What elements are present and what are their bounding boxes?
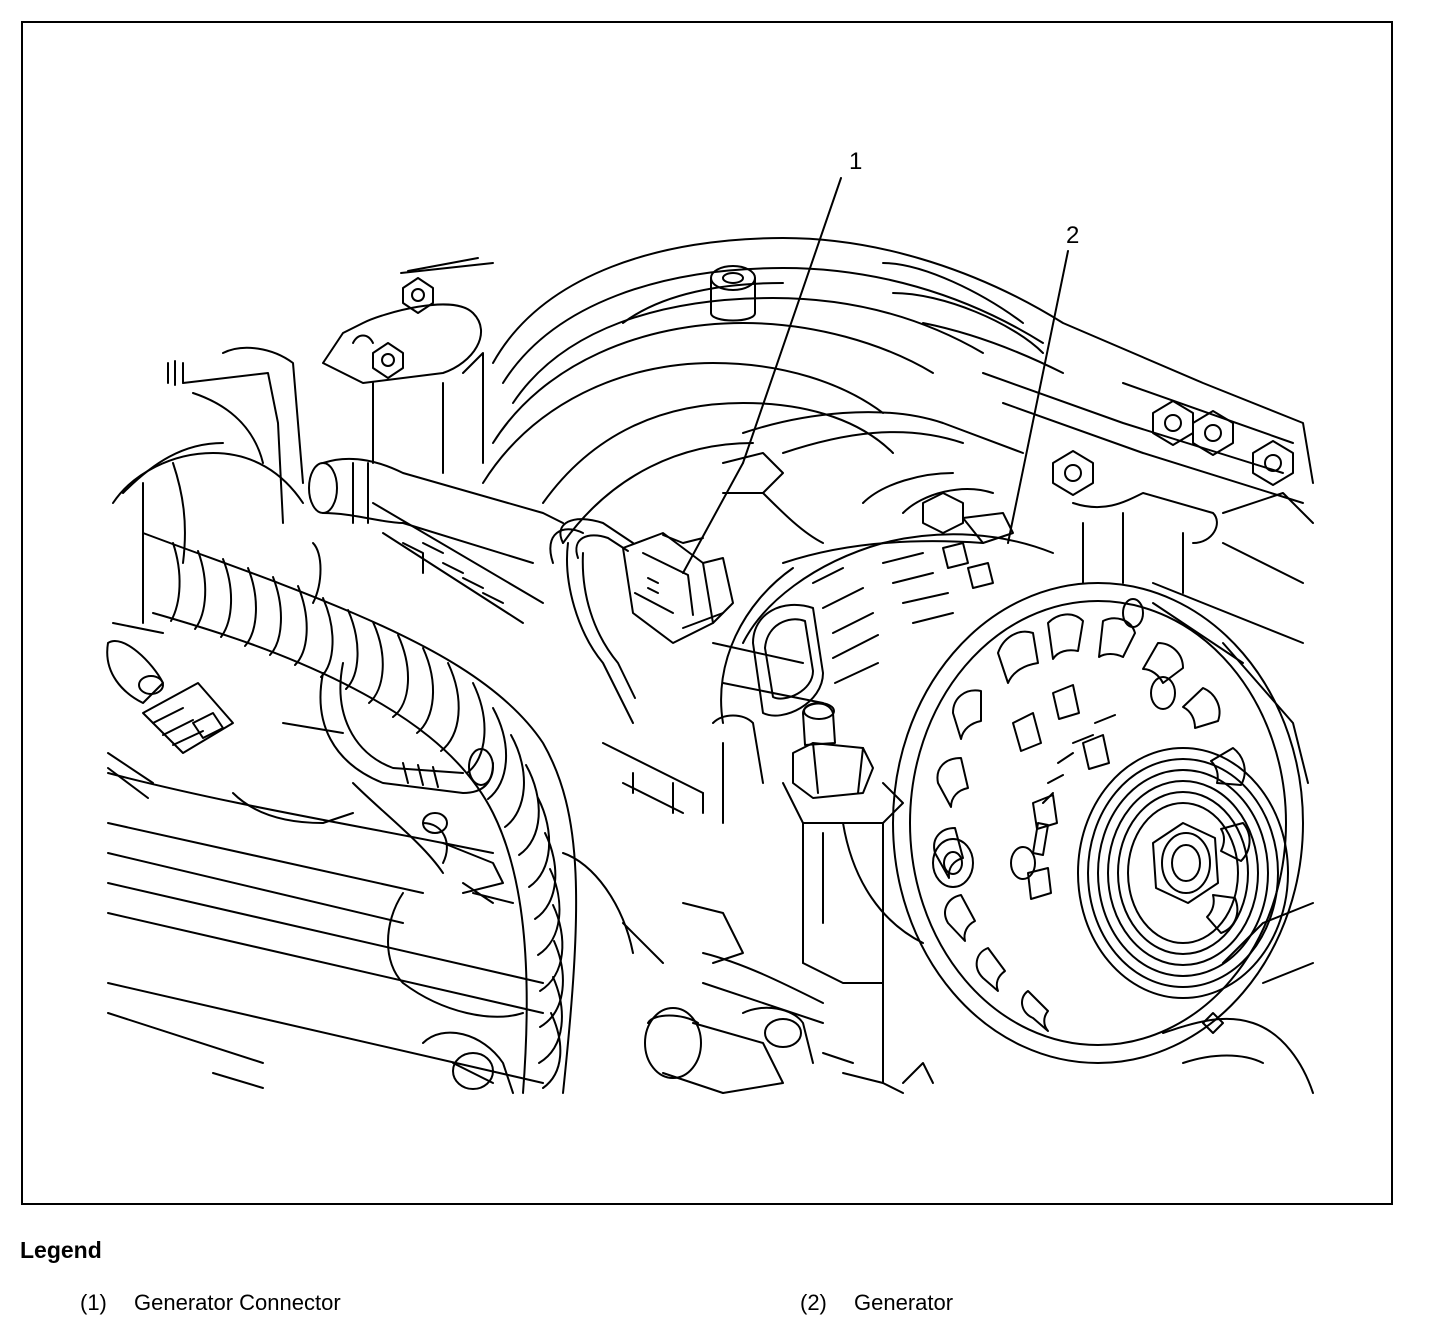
- corrugated-hose: [142, 532, 578, 1094]
- illustration-frame: 1 2: [21, 21, 1393, 1205]
- legend-item-generator-connector: (1) Generator Connector: [80, 1290, 341, 1316]
- engine-illustration: 1 2: [106, 148, 1314, 1094]
- callout-2-leader: [1007, 250, 1069, 544]
- legend-title: Legend: [20, 1237, 102, 1263]
- right-bracket-bolts: [722, 400, 1314, 664]
- lower-right-housing: [1162, 642, 1314, 1094]
- generator: [720, 533, 1304, 1064]
- callout-1-leader: [742, 177, 842, 464]
- legend-item-number: (1): [80, 1290, 107, 1315]
- wiring-harness: [308, 457, 584, 794]
- left-structures: [106, 346, 304, 799]
- intake-manifold: [482, 237, 1314, 544]
- callout-1-leader-lower: [682, 462, 744, 574]
- legend-item-label: Generator: [854, 1290, 954, 1315]
- legend-item-label: Generator Connector: [134, 1290, 341, 1315]
- callouts: 1 2: [682, 148, 1079, 574]
- lower-pipe: [562, 852, 934, 1094]
- legend-item-number: (2): [800, 1290, 827, 1315]
- engine-base: [107, 722, 544, 1094]
- bracket-upper-left: [322, 257, 494, 474]
- callout-2-number: 2: [1066, 222, 1079, 249]
- callout-1-number: 1: [849, 148, 862, 175]
- fuel-rail: [602, 642, 824, 824]
- generator-mount-stud: [782, 702, 904, 1084]
- generator-connector: [559, 518, 734, 724]
- legend-item-generator: (2) Generator: [800, 1290, 953, 1316]
